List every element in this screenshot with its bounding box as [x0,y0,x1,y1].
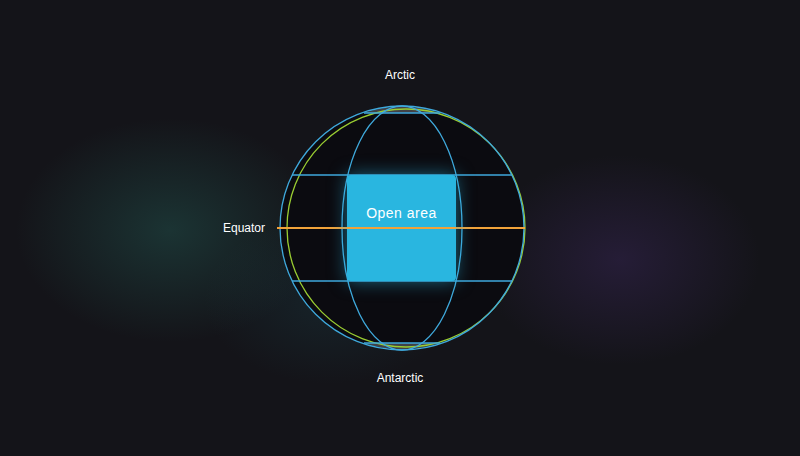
open-area-box: Open area [347,175,456,281]
latitude-line [364,112,440,113]
pole-label: Arctic [385,68,415,82]
equator-segment [347,227,456,229]
equator-label: Equator [223,221,265,235]
meridian [342,106,462,350]
area-label: Open area [347,205,456,221]
antarctic-cap [364,343,440,349]
arctic-cap [364,107,440,113]
pole-label: Antarctic [377,371,424,385]
equator-line [277,227,525,229]
latitude-line [364,342,440,343]
